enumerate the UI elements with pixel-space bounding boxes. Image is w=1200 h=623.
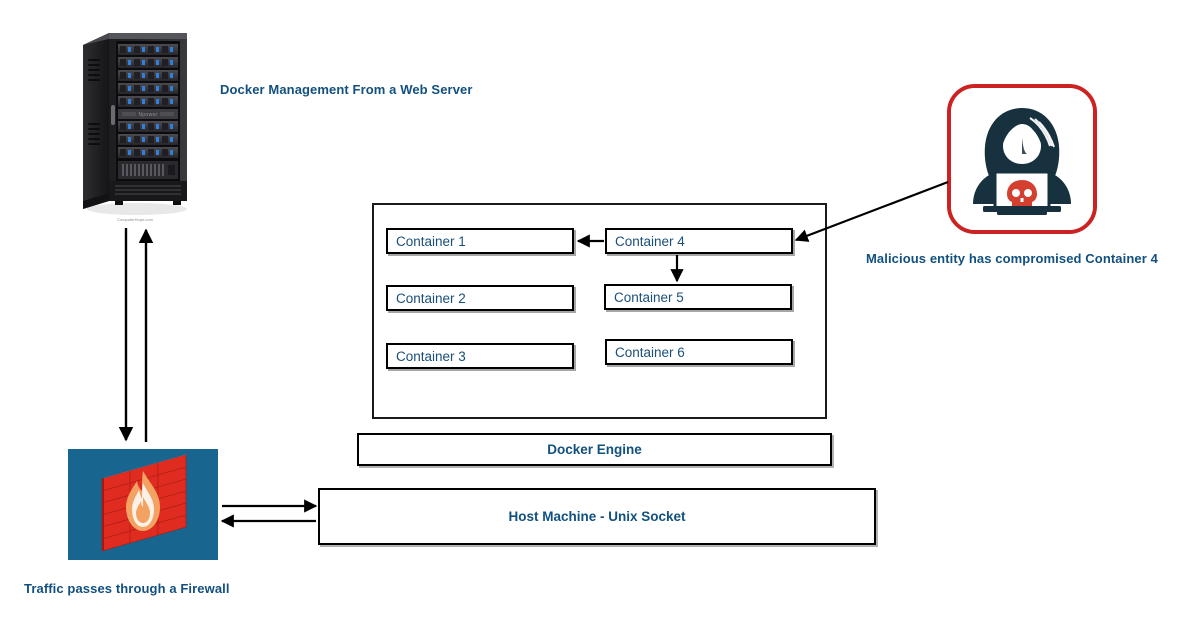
docker-engine-label: Docker Engine xyxy=(547,442,642,457)
container-5-label: Container 5 xyxy=(614,289,684,305)
server-units: Npower xyxy=(118,44,178,179)
container-5[interactable]: Container 5 xyxy=(604,284,792,310)
container-4-label: Container 4 xyxy=(615,233,685,249)
svg-text:Npower: Npower xyxy=(138,112,158,118)
firewall-label: Traffic passes through a Firewall xyxy=(24,581,230,596)
container-3-label: Container 3 xyxy=(396,348,466,364)
server-rack-svg: Npower xyxy=(83,33,187,215)
firewall-icon xyxy=(68,449,218,560)
container-2-label: Container 2 xyxy=(396,290,466,306)
malicious-label: Malicious entity has compromised Contain… xyxy=(866,251,1158,266)
server-rack-icon: Npower xyxy=(75,25,195,222)
flame-icon xyxy=(126,471,160,531)
hacker-svg xyxy=(951,88,1093,230)
host-machine-box[interactable]: Host Machine - Unix Socket xyxy=(318,488,876,545)
container-4[interactable]: Container 4 xyxy=(605,228,793,254)
container-6-label: Container 6 xyxy=(615,344,685,360)
container-6[interactable]: Container 6 xyxy=(605,339,793,365)
hacker-icon xyxy=(947,84,1097,234)
container-1[interactable]: Container 1 xyxy=(386,228,574,254)
rack-watermark: ComputerHope.com xyxy=(117,217,153,222)
docker-engine-box[interactable]: Docker Engine xyxy=(357,433,832,466)
web-server-label: Docker Management From a Web Server xyxy=(220,82,473,97)
container-3[interactable]: Container 3 xyxy=(386,343,574,369)
container-1-label: Container 1 xyxy=(396,233,466,249)
firewall-svg xyxy=(68,449,218,560)
host-machine-label: Host Machine - Unix Socket xyxy=(508,509,686,524)
container-2[interactable]: Container 2 xyxy=(386,285,574,311)
